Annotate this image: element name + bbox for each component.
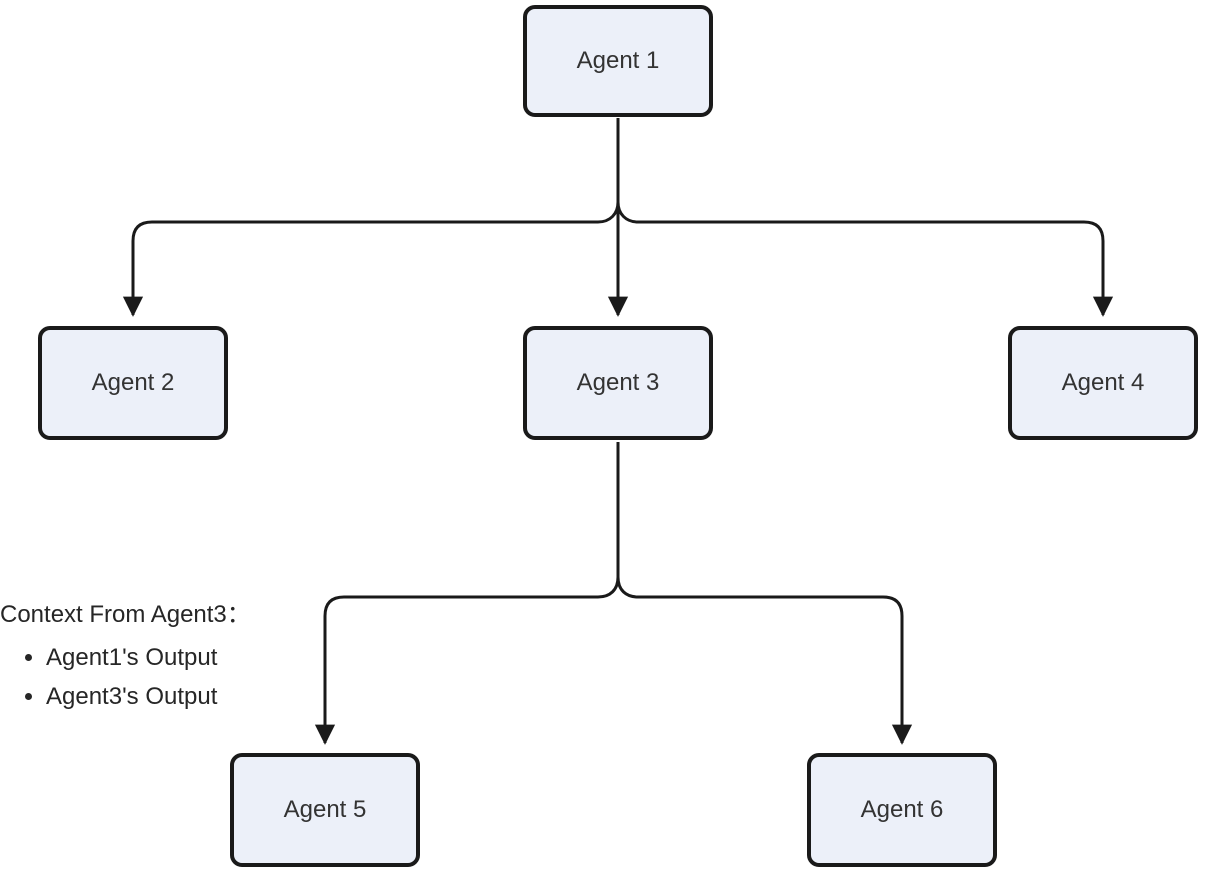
edge-agent3-agent6 — [616, 442, 913, 745]
context-annotation-list: Agent1's Output Agent3's Output — [0, 638, 300, 716]
node-agent-6-label: Agent 6 — [860, 796, 944, 823]
edge-agent3-agent5 — [314, 442, 620, 745]
node-agent-3: Agent 3 — [523, 326, 713, 440]
context-annotation: Context From Agent3： Agent1's Output Age… — [0, 598, 300, 716]
node-agent-4: Agent 4 — [1008, 326, 1198, 440]
edge-agent1-agent4 — [616, 118, 1114, 317]
node-agent-6: Agent 6 — [807, 753, 997, 867]
node-agent-1-label: Agent 1 — [576, 47, 660, 74]
node-agent-5-label: Agent 5 — [283, 796, 367, 823]
node-agent-5: Agent 5 — [230, 753, 420, 867]
context-annotation-title: Context From Agent3： — [0, 601, 251, 628]
node-agent-3-label: Agent 3 — [576, 369, 660, 396]
node-agent-1: Agent 1 — [523, 5, 713, 117]
context-annotation-item: Agent1's Output — [46, 638, 300, 677]
context-annotation-item: Agent3's Output — [46, 677, 300, 716]
node-agent-2-label: Agent 2 — [91, 369, 175, 396]
node-agent-4-label: Agent 4 — [1061, 369, 1145, 396]
edge-agent1-agent2 — [122, 118, 620, 317]
node-agent-2: Agent 2 — [38, 326, 228, 440]
